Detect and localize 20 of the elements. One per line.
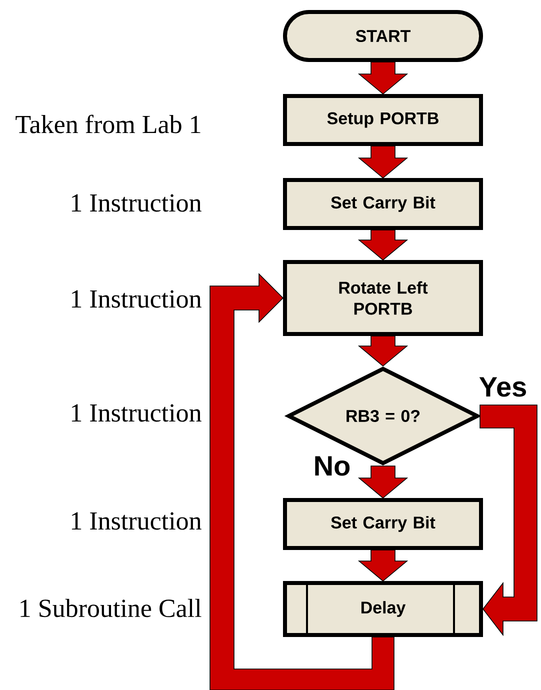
arrow bbox=[358, 336, 408, 367]
process-box: Rotate Left PORTB bbox=[283, 260, 483, 336]
arrow bbox=[358, 146, 408, 179]
side-note: 1 Instruction bbox=[72, 512, 202, 530]
arrow bbox=[210, 273, 394, 690]
arrow bbox=[480, 404, 538, 636]
process-box: Setup PORTB bbox=[283, 94, 483, 146]
terminal-box: START bbox=[283, 10, 483, 62]
arrow bbox=[358, 230, 408, 261]
subroutine-box: Delay bbox=[283, 581, 483, 637]
arrow bbox=[358, 550, 408, 582]
side-note: 1 Instruction bbox=[72, 404, 202, 422]
process-box: Set Carry Bit bbox=[283, 498, 483, 550]
side-note: 1 Subroutine Call bbox=[20, 598, 202, 618]
arrow bbox=[358, 62, 408, 95]
arrow bbox=[358, 466, 408, 499]
side-note: Taken from Lab 1 bbox=[16, 114, 200, 134]
side-note: 1 Instruction bbox=[72, 194, 202, 212]
process-box: Set Carry Bit bbox=[283, 178, 483, 230]
side-note: 1 Instruction bbox=[72, 290, 202, 308]
